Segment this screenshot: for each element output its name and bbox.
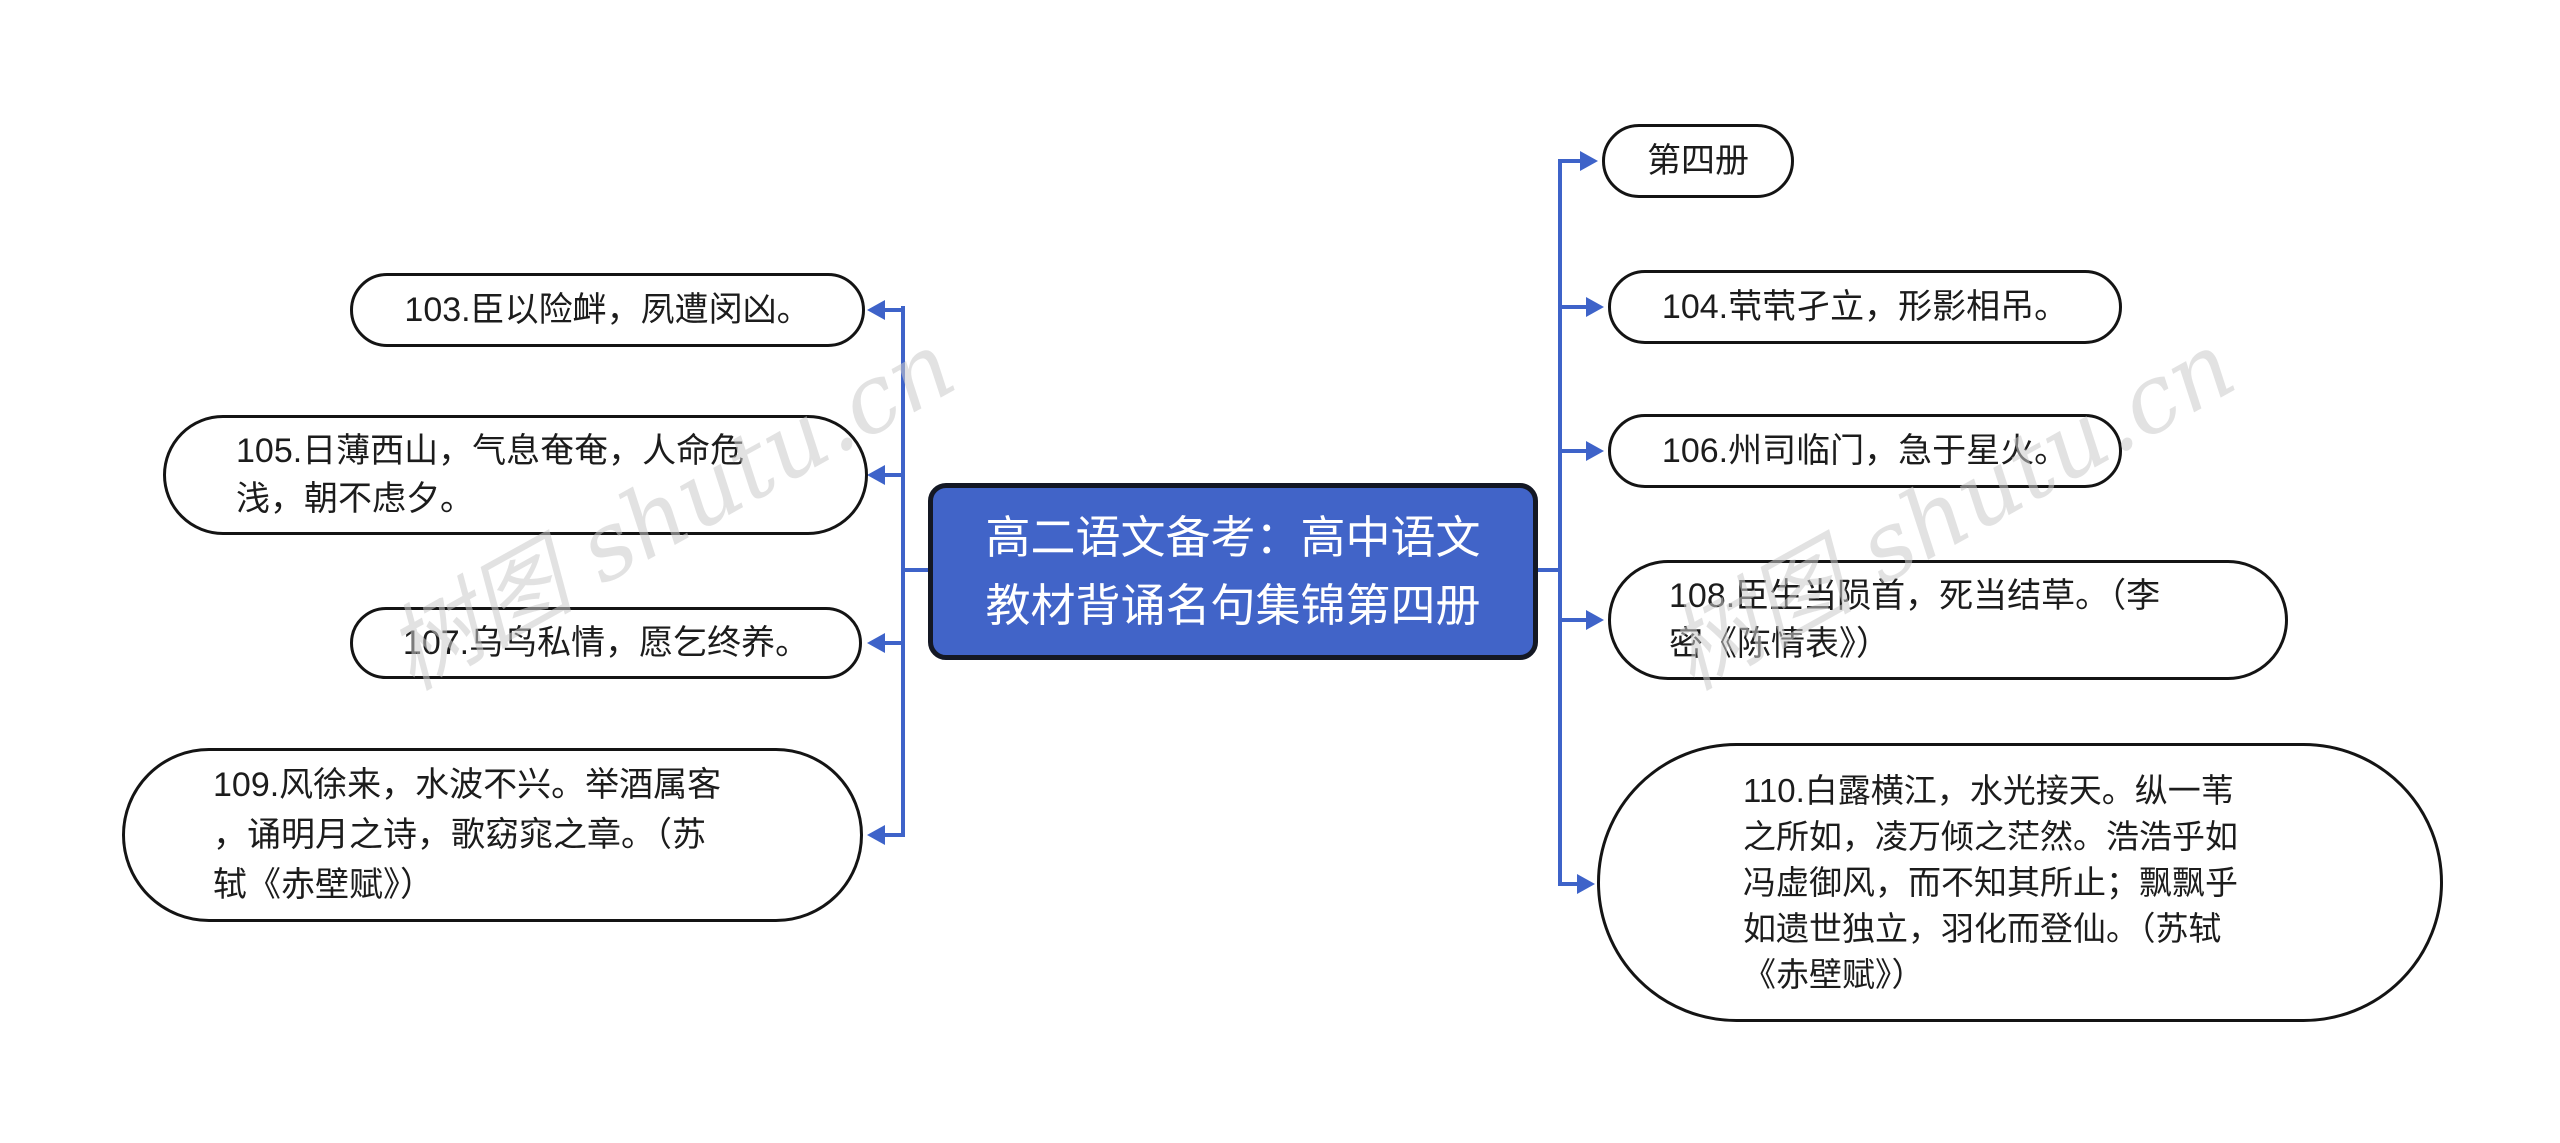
- arrowhead-book4-icon: [1580, 151, 1598, 171]
- connector-branch-109: [885, 833, 905, 837]
- node-107[interactable]: 107.乌鸟私情，愿乞终养。: [350, 607, 862, 679]
- arrowhead-105-icon: [867, 465, 885, 485]
- node-109[interactable]: 109.风徐来，水波不兴。举酒属客 ，诵明月之诗，歌窈窕之章。（苏 轼《赤壁赋》…: [122, 748, 863, 922]
- connector-branch-103: [885, 308, 905, 312]
- arrowhead-107-icon: [867, 633, 885, 653]
- connector-branch-book4: [1560, 159, 1580, 163]
- arrowhead-106-icon: [1586, 441, 1604, 461]
- node-110[interactable]: 110.白露横江，水光接天。纵一苇 之所如，凌万倾之茫然。浩浩乎如 冯虚御风，而…: [1597, 743, 2443, 1022]
- connector-branch-107: [885, 641, 905, 645]
- connector-branch-110: [1560, 882, 1577, 886]
- connector-branch-106: [1560, 449, 1586, 453]
- arrowhead-109-icon: [867, 825, 885, 845]
- connector-branch-104: [1560, 305, 1586, 309]
- connector-left-trunk: [901, 306, 905, 837]
- connector-central-to-left-trunk: [903, 568, 930, 572]
- arrowhead-110-icon: [1577, 874, 1595, 894]
- arrowhead-103-icon: [867, 300, 885, 320]
- connector-central-to-right-trunk: [1534, 568, 1560, 572]
- connector-branch-108: [1560, 618, 1586, 622]
- node-105[interactable]: 105.日薄西山，气息奄奄，人命危 浅，朝不虑夕。: [163, 415, 868, 535]
- arrowhead-108-icon: [1586, 610, 1604, 630]
- arrowhead-104-icon: [1586, 297, 1604, 317]
- central-topic-node[interactable]: 高二语文备考：高中语文 教材背诵名句集锦第四册: [928, 483, 1538, 660]
- node-108[interactable]: 108.臣生当陨首，死当结草。（李 密《陈情表》）: [1608, 560, 2288, 680]
- connector-branch-105: [885, 473, 905, 477]
- node-103[interactable]: 103.臣以险衅，夙遭闵凶。: [350, 273, 865, 347]
- node-book4[interactable]: 第四册: [1602, 124, 1794, 198]
- connector-right-trunk: [1558, 159, 1562, 886]
- node-104[interactable]: 104.茕茕孑立，形影相吊。: [1608, 270, 2122, 344]
- node-106[interactable]: 106.州司临门，急于星火。: [1608, 414, 2122, 488]
